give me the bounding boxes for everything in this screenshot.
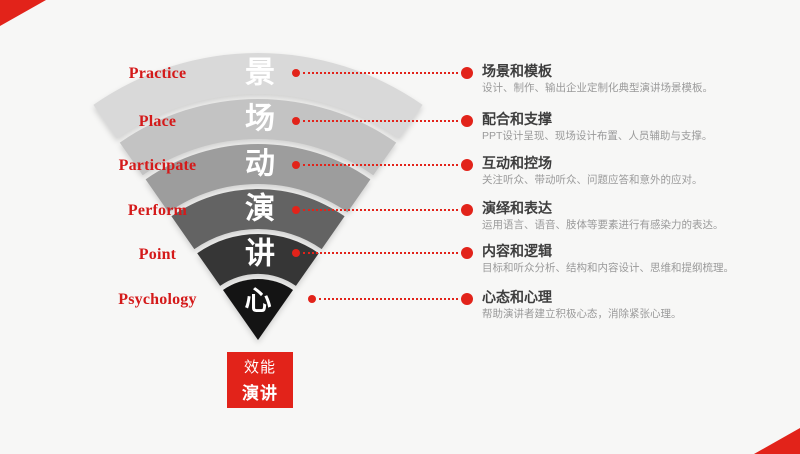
info-title: 内容和逻辑 xyxy=(482,243,552,259)
connector-dot-small xyxy=(292,206,300,214)
label-en-psychology: Psychology xyxy=(118,291,197,308)
info-desc: 帮助演讲者建立积极心态，消除紧张心理。 xyxy=(482,308,682,320)
connector-2 xyxy=(292,159,473,171)
connector-dot-small xyxy=(292,161,300,169)
fan-band-2 xyxy=(145,143,371,213)
fan-char-2: 动 xyxy=(245,148,275,181)
badge: 效能 演讲 xyxy=(227,352,293,408)
info-desc: 关注听众、带动听众、问题应答和意外的应对。 xyxy=(482,174,703,186)
info-desc: 目标和听众分析、结构和内容设计、思维和提纲梳理。 xyxy=(482,262,734,274)
info-desc: PPT设计呈现、现场设计布置、人员辅助与支撑。 xyxy=(482,130,713,142)
connector-1 xyxy=(292,115,473,127)
connector-dot-large xyxy=(461,159,473,171)
fan-band-4 xyxy=(197,234,319,286)
label-en-place: Place xyxy=(138,113,177,130)
connector-dot-small xyxy=(292,69,300,77)
info-row-0: 场景和模板 设计、制作、输出企业定制化典型演讲场景模板。 xyxy=(482,63,762,95)
connector-line xyxy=(303,72,458,74)
info-row-5: 心态和心理 帮助演讲者建立积极心态，消除紧张心理。 xyxy=(482,289,762,321)
label-en-participate: Participate xyxy=(118,157,197,174)
info-title: 演绎和表达 xyxy=(482,200,552,216)
fan-char-0: 景 xyxy=(245,57,275,90)
info-row-3: 演绎和表达 运用语言、语音、肢体等要素进行有感染力的表达。 xyxy=(482,200,762,232)
fan-band-1 xyxy=(119,99,397,176)
connector-line xyxy=(303,209,458,211)
fan-band-5 xyxy=(223,278,293,340)
info-title: 场景和模板 xyxy=(482,63,552,79)
corner-accent-bottom-right xyxy=(754,428,800,454)
info-title: 互动和控场 xyxy=(482,155,552,171)
connector-line xyxy=(303,164,458,166)
badge-line1: 效能 xyxy=(243,359,276,376)
fan-char-3: 演 xyxy=(245,193,275,226)
info-title: 心态和心理 xyxy=(482,289,552,305)
fan-band-3 xyxy=(171,188,345,250)
fan-diagram: 景 场 动 演 讲 心 xyxy=(93,53,423,340)
connector-4 xyxy=(292,247,473,259)
connector-line xyxy=(303,120,458,122)
connector-line xyxy=(303,252,458,254)
connector-dot-small xyxy=(292,249,300,257)
label-en-point: Point xyxy=(138,246,177,263)
info-row-2: 互动和控场 关注听众、带动听众、问题应答和意外的应对。 xyxy=(482,155,762,187)
connector-line xyxy=(319,298,458,300)
connector-dot-small xyxy=(292,117,300,125)
corner-accent-top-left xyxy=(0,0,46,26)
info-title: 配合和支撑 xyxy=(482,111,552,127)
fan-band-0 xyxy=(93,53,423,139)
info-row-4: 内容和逻辑 目标和听众分析、结构和内容设计、思维和提纲梳理。 xyxy=(482,243,762,275)
connector-dot-large xyxy=(461,247,473,259)
info-desc: 设计、制作、输出企业定制化典型演讲场景模板。 xyxy=(482,82,713,94)
connector-dot-large xyxy=(461,67,473,79)
connector-3 xyxy=(292,204,473,216)
connector-dot-large xyxy=(461,115,473,127)
info-desc: 运用语言、语音、肢体等要素进行有感染力的表达。 xyxy=(482,219,724,231)
label-en-practice: Practice xyxy=(128,65,187,82)
label-en-perform: Perform xyxy=(127,202,188,219)
fan-char-5: 心 xyxy=(245,286,272,316)
connector-dot-small xyxy=(308,295,316,303)
fan-char-4: 讲 xyxy=(245,238,275,271)
connector-dot-large xyxy=(461,204,473,216)
connector-dot-large xyxy=(461,293,473,305)
connector-5 xyxy=(308,293,473,305)
connector-0 xyxy=(292,67,473,79)
badge-line2: 演讲 xyxy=(242,384,278,403)
fan-char-1: 场 xyxy=(245,103,275,136)
info-row-1: 配合和支撑 PPT设计呈现、现场设计布置、人员辅助与支撑。 xyxy=(482,111,762,143)
